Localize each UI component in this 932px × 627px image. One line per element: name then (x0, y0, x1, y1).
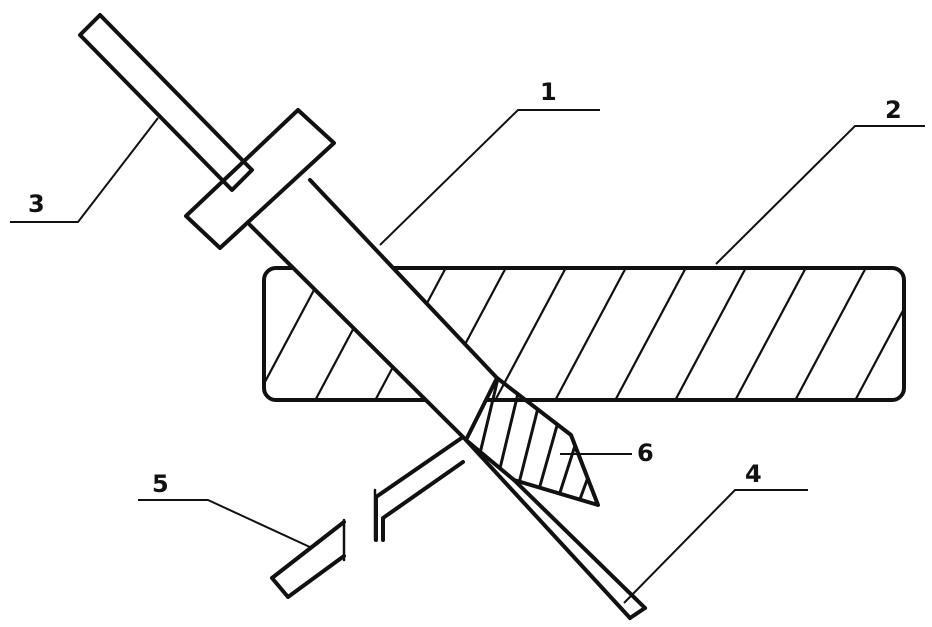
main-barrel (248, 178, 499, 442)
label-1: 1 (379, 78, 600, 246)
label-1-text: 1 (540, 78, 557, 106)
label-3: 3 (10, 117, 159, 223)
label-6: 6 (560, 439, 654, 467)
needle-tube (464, 438, 647, 620)
label-4: 4 (623, 460, 808, 604)
label-3-text: 3 (28, 190, 45, 218)
flange-grip (184, 108, 336, 250)
label-6-text: 6 (637, 439, 654, 467)
label-2-text: 2 (885, 96, 902, 124)
label-4-text: 4 (745, 460, 762, 488)
label-5-text: 5 (152, 470, 169, 498)
label-2: 2 (715, 96, 925, 265)
label-5: 5 (138, 470, 313, 549)
plunger-rod (78, 13, 254, 192)
tip-hatching (474, 378, 598, 505)
hatched-tip (464, 376, 600, 507)
side-tube (270, 435, 465, 599)
